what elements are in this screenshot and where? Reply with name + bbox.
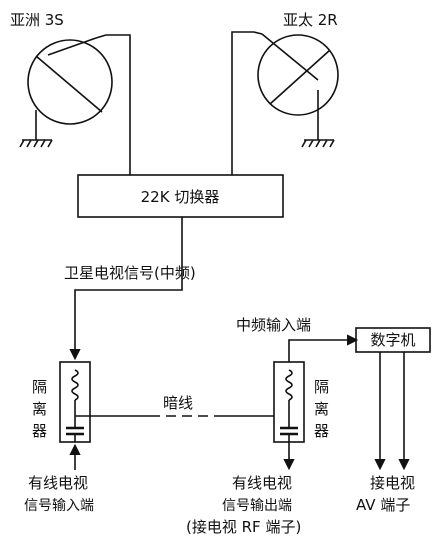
receiver-if-link — [288, 334, 359, 362]
right-ground-icon — [301, 139, 335, 148]
cable-output-label-2: 信号输出端 — [222, 498, 292, 514]
receiver-if-input-label: 中频输入端 — [236, 316, 311, 334]
if-signal-cable — [69, 217, 183, 361]
left-isolator: 隔 离 器 — [32, 361, 91, 443]
22k-switch-label: 22K 切换器 — [141, 188, 220, 206]
right-isolator-label-3: 器 — [314, 422, 329, 440]
22k-switch-box — [77, 174, 284, 218]
left-isolator-label-1: 隔 — [32, 378, 47, 396]
av-output-label-2: AV 端子 — [356, 496, 410, 514]
av-output-label-1: 接电视 — [370, 474, 415, 492]
left-lnb-cable — [106, 34, 131, 175]
left-satellite-dish: 亚洲 3S — [10, 11, 113, 148]
left-feed-arm-top — [47, 37, 97, 56]
left-isolator-coil — [71, 369, 79, 401]
right-satellite-label: 亚太 2R — [283, 11, 338, 29]
right-isolator-label-1: 隔 — [314, 378, 329, 396]
left-isolator-label-3: 器 — [32, 422, 47, 440]
left-ground-icon — [19, 139, 53, 148]
cable-output-label-1: 有线电视 — [232, 474, 292, 492]
left-dish-diameter — [35, 55, 103, 113]
right-isolator-label-2: 离 — [314, 400, 329, 418]
left-lnb — [95, 34, 107, 39]
receiver-label: 数字机 — [370, 331, 415, 349]
right-lnb-cable — [231, 31, 254, 175]
cable-input-label-1: 有线电视 — [28, 474, 88, 492]
right-isolator: 隔 离 器 — [273, 361, 329, 443]
cable-output-label-3: (接电视 RF 端子) — [186, 518, 301, 536]
right-lnb — [253, 31, 263, 35]
right-feed-arm — [261, 33, 319, 81]
right-dish-diameter — [269, 49, 331, 105]
right-satellite-dish: 亚太 2R — [253, 11, 339, 148]
if-signal-label: 卫星电视信号(中频) — [64, 264, 196, 282]
right-isolator-coil — [285, 369, 293, 401]
left-dish-circle — [27, 39, 113, 125]
right-dish-circle — [257, 34, 339, 116]
left-isolator-label-2: 离 — [32, 400, 47, 418]
left-satellite-label: 亚洲 3S — [10, 11, 64, 29]
receiver-box — [355, 327, 431, 353]
hidden-wire-label: 暗线 — [163, 394, 193, 412]
cable-input-label-2: 信号输入端 — [24, 498, 94, 514]
